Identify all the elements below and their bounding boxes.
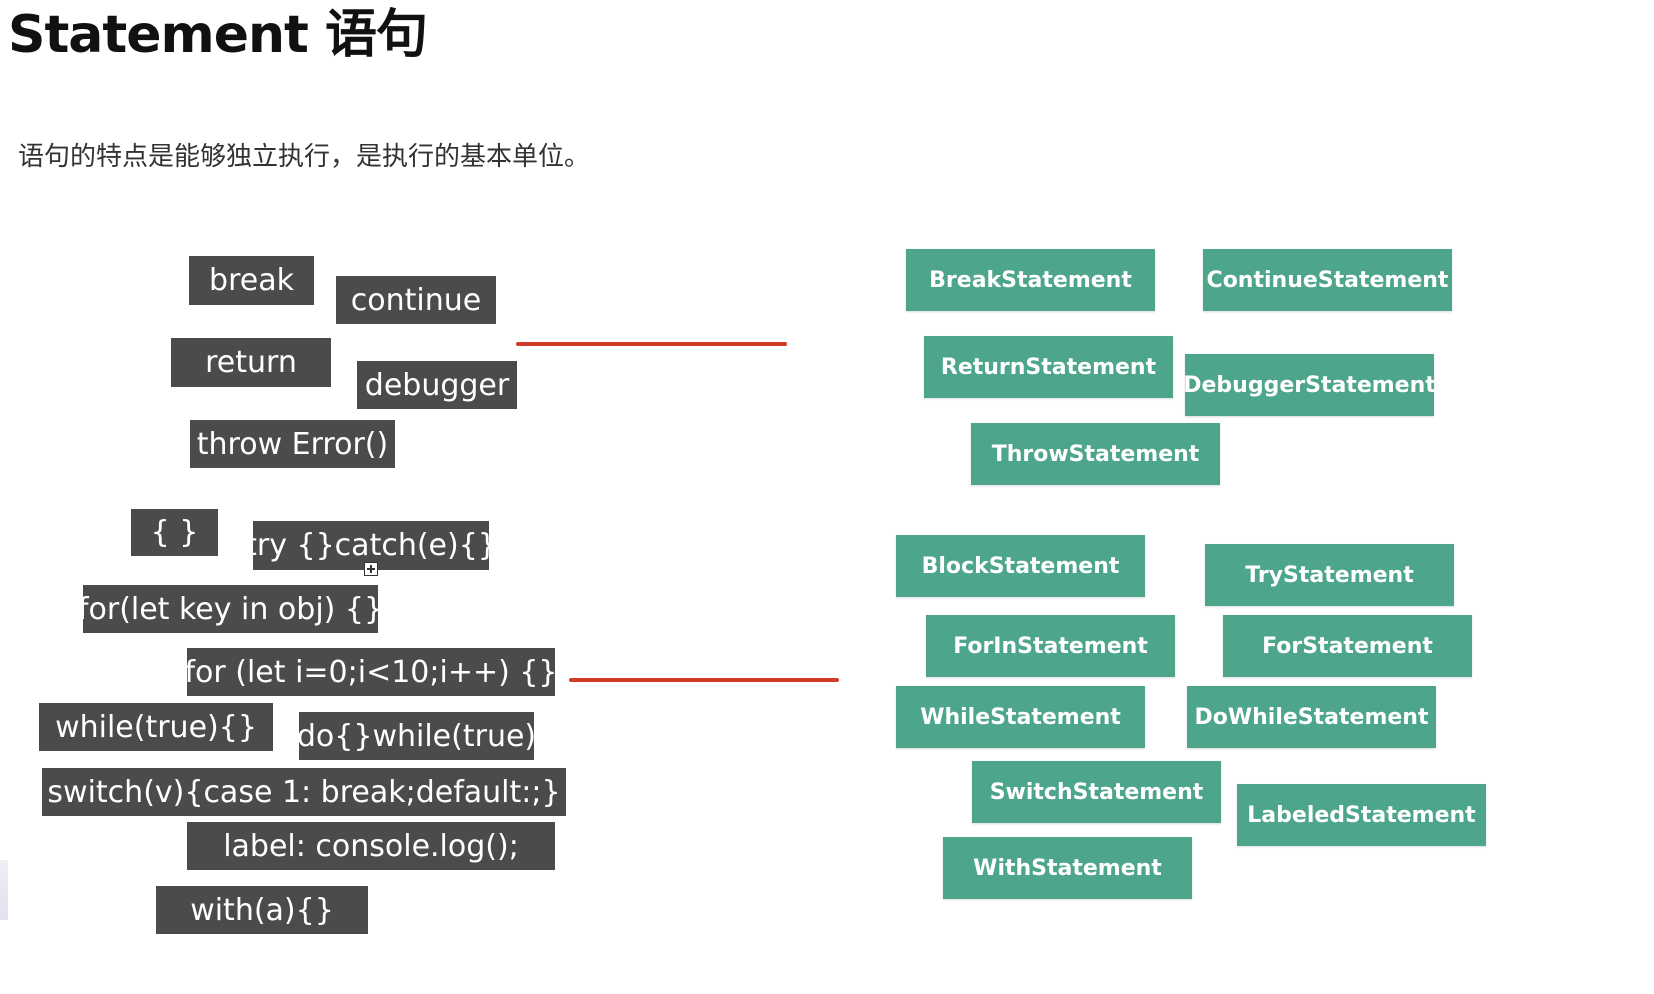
code-continue: continue xyxy=(336,276,496,324)
page-title: Statement 语句 xyxy=(8,5,428,65)
code-for: for (let i=0;i<10;i++) {} xyxy=(187,648,555,696)
ast-break-statement: BreakStatement xyxy=(906,249,1155,311)
ast-labeled-statement: LabeledStatement xyxy=(1237,784,1486,846)
code-try: try {}catch(e){} xyxy=(253,521,489,570)
code-with: with(a){} xyxy=(156,886,368,934)
ast-switch-statement: SwitchStatement xyxy=(972,761,1221,823)
ast-debugger-statement: DebuggerStatement xyxy=(1185,354,1434,416)
code-block: { } xyxy=(131,509,218,556)
ast-continue-statement: ContinueStatement xyxy=(1203,249,1452,311)
ast-dowhile-statement: DoWhileStatement xyxy=(1187,686,1436,748)
description-text: 语句的特点是能够独立执行，是执行的基本单位。 xyxy=(18,142,591,172)
ast-try-statement: TryStatement xyxy=(1205,544,1454,606)
connector-line-bottom xyxy=(569,678,839,682)
ast-forin-statement: ForInStatement xyxy=(926,615,1175,677)
connector-line-top xyxy=(516,342,787,346)
code-switch: switch(v){case 1: break;default:;} xyxy=(42,768,566,816)
ast-with-statement: WithStatement xyxy=(943,837,1192,899)
ast-while-statement: WhileStatement xyxy=(896,686,1145,748)
code-dowhile: do{}while(true) xyxy=(299,712,534,760)
expand-icon[interactable] xyxy=(364,562,378,576)
code-label: label: console.log(); xyxy=(187,822,555,870)
code-throw: throw Error() xyxy=(190,420,395,468)
code-return: return xyxy=(171,338,331,387)
ast-block-statement: BlockStatement xyxy=(896,535,1145,597)
edge-decoration xyxy=(0,860,8,920)
code-forin: for(let key in obj) {} xyxy=(83,585,378,633)
code-debugger: debugger xyxy=(357,361,517,409)
code-while: while(true){} xyxy=(39,703,273,751)
ast-throw-statement: ThrowStatement xyxy=(971,423,1220,485)
code-break: break xyxy=(189,256,314,305)
ast-return-statement: ReturnStatement xyxy=(924,336,1173,398)
ast-for-statement: ForStatement xyxy=(1223,615,1472,677)
